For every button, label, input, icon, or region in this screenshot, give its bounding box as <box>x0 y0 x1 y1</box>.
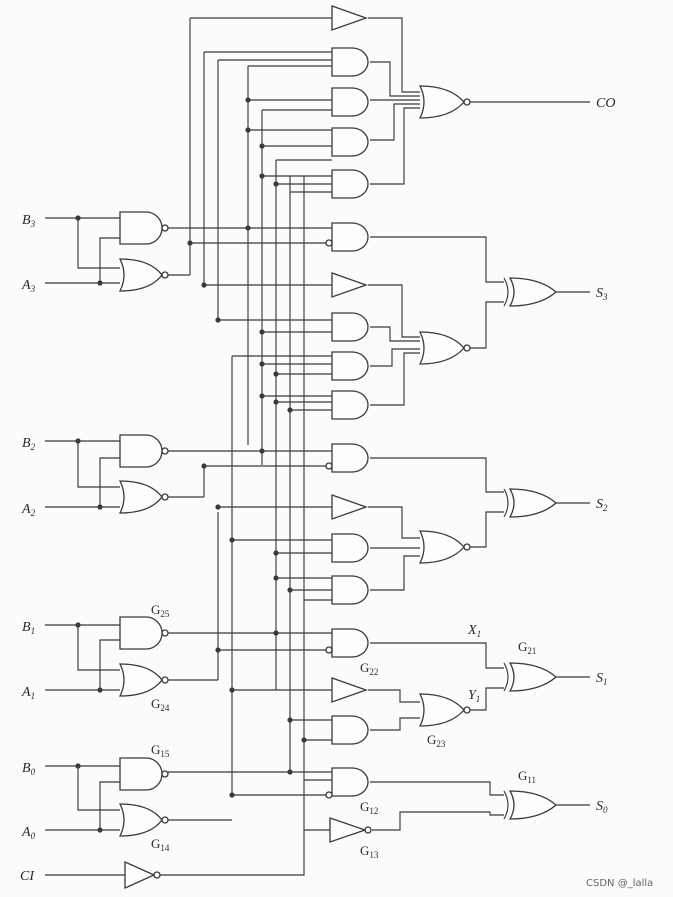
inverter-g13 <box>329 817 368 843</box>
gate-label-g14: G14 <box>151 836 170 853</box>
input-label-b3: B3 <box>22 213 36 229</box>
signal-label-y1: Y1 <box>468 688 480 704</box>
nor-gate-g23 <box>418 693 465 727</box>
gate-label-g23: G23 <box>427 732 446 749</box>
and-gate <box>331 127 369 157</box>
input-label-b0: B0 <box>22 761 36 777</box>
gate-label-g13: G13 <box>360 843 379 860</box>
gates <box>118 5 557 890</box>
output-label-s0: S0 <box>596 799 608 815</box>
and-gate-g12 <box>331 767 369 797</box>
xor-gate <box>508 488 557 518</box>
gate-label-g11: G11 <box>518 768 536 785</box>
input-label-b2: B2 <box>22 436 36 452</box>
nand-gate <box>119 211 163 245</box>
gate-label-g12: G12 <box>360 799 378 816</box>
input-label-a3: A3 <box>21 278 36 294</box>
input-label-b1: B1 <box>22 620 35 636</box>
nand-gate <box>119 434 163 468</box>
input-labels: B3 A3 B2 A2 B1 A1 B0 A0 CI <box>20 213 36 884</box>
and-gate <box>331 312 369 342</box>
input-label-a2: A2 <box>21 502 36 518</box>
and-gate <box>331 575 369 605</box>
and-gate <box>331 222 369 252</box>
nor-gate <box>118 258 163 292</box>
and-gate-g22 <box>331 628 369 658</box>
signal-label-x1: X1 <box>467 623 481 639</box>
wires <box>45 17 590 876</box>
and-gate <box>331 351 369 381</box>
watermark-text: CSDN @_lalla <box>586 878 653 889</box>
and-gate <box>331 47 369 77</box>
gate-label-g24: G24 <box>151 696 170 713</box>
inverter-ci <box>124 860 156 890</box>
output-label-s1: S1 <box>596 671 608 687</box>
input-label-a0: A0 <box>21 825 36 841</box>
buffer-gate <box>331 494 368 520</box>
nand-gate-g15 <box>119 757 163 791</box>
and-gate <box>331 443 369 473</box>
gate-label-g21: G21 <box>518 639 536 656</box>
nor-gate <box>418 85 465 119</box>
xor-gate <box>508 277 557 307</box>
nor-gate <box>118 480 163 514</box>
and-gate <box>331 715 369 745</box>
buffer-gate <box>331 272 368 298</box>
nor-gate <box>418 530 465 564</box>
gate-label-g22: G22 <box>360 660 378 677</box>
signal-labels: X1 Y1 <box>467 623 481 704</box>
and-gate <box>331 87 369 117</box>
output-label-s2: S2 <box>596 497 608 513</box>
output-labels: CO S3 S2 S1 S0 <box>596 96 615 815</box>
nand-gate-g25 <box>119 616 163 650</box>
and-gate <box>331 533 369 563</box>
xor-gate-g11 <box>508 790 557 820</box>
nor-gate <box>418 331 465 365</box>
xor-gate-g21 <box>508 662 557 692</box>
and-gate <box>331 169 369 199</box>
output-label-s3: S3 <box>596 286 608 302</box>
and-gate <box>331 390 369 420</box>
junction-dots <box>75 97 307 833</box>
output-label-co: CO <box>596 96 615 111</box>
buffer-gate <box>331 677 368 703</box>
gate-label-g15: G15 <box>151 742 170 759</box>
nor-gate-g14 <box>118 803 163 837</box>
buffer-gate <box>331 5 368 31</box>
nor-gate-g24 <box>118 663 163 697</box>
input-label-ci: CI <box>20 869 35 884</box>
gate-label-g25: G25 <box>151 602 170 619</box>
input-label-a1: A1 <box>21 685 35 701</box>
gate-labels: G25 G24 G22 G21 G23 G15 G14 G12 G13 G11 <box>151 602 536 860</box>
